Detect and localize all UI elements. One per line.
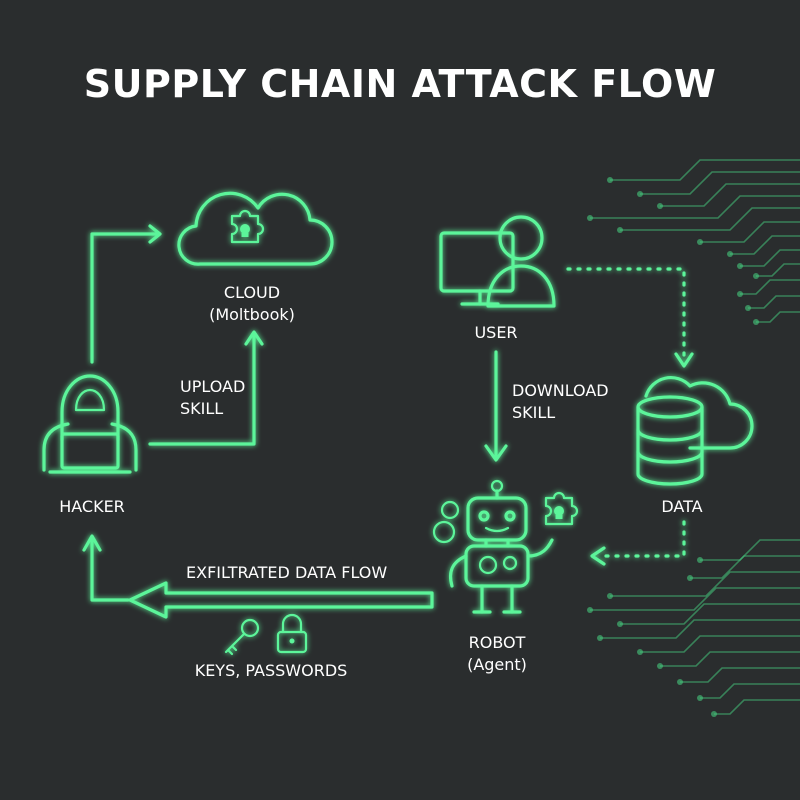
key-icon (224, 618, 260, 656)
edge-hacker-to-cloud (90, 224, 162, 364)
robot-label: ROBOT (468, 633, 526, 652)
hacker-laptop-icon (42, 374, 138, 474)
download-skill-label-line2: SKILL (512, 403, 556, 422)
edge-data-to-robot (590, 520, 686, 566)
exfiltrated-data-label: EXFILTRATED DATA FLOW (186, 563, 388, 582)
cloud-icon (177, 191, 334, 266)
download-skill-label-line1: DOWNLOAD (512, 381, 609, 400)
edge-upload-skill (148, 330, 264, 446)
edge-user-to-data (566, 267, 694, 368)
cloud-label: CLOUD (223, 283, 281, 302)
edge-exfiltrated-data (128, 581, 434, 619)
user-computer-icon (439, 215, 556, 308)
puzzle-skull-icon (230, 209, 265, 244)
robot-sublabel: (Agent) (467, 655, 527, 674)
robot-icon (432, 479, 554, 614)
database-cloud-icon (636, 376, 754, 486)
upload-skill-label-line1: UPLOAD (180, 377, 246, 396)
padlock-icon (276, 613, 308, 654)
edge-exfil-to-hacker (82, 534, 130, 602)
user-label: USER (474, 323, 518, 342)
data-label: DATA (661, 497, 703, 516)
cloud-sublabel: (Moltbook) (209, 305, 295, 324)
circuit-traces-bottom (587, 539, 800, 717)
upload-skill-label-line2: SKILL (180, 399, 224, 418)
keys-passwords-label: KEYS, PASSWORDS (194, 661, 348, 680)
circuit-traces-top (587, 159, 800, 325)
puzzle-skull-icon (544, 491, 579, 526)
edge-download-skill (484, 350, 508, 462)
hacker-label: HACKER (59, 497, 125, 516)
page-title: SUPPLY CHAIN ATTACK FLOW (83, 62, 717, 106)
